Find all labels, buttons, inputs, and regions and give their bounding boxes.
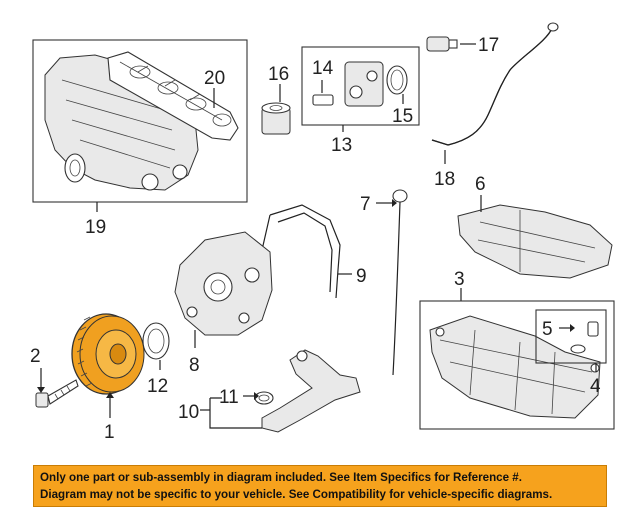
callout-8: 8 [189, 355, 200, 376]
callout-18: 18 [434, 169, 455, 190]
oil-pickup-group: 11 10 [178, 349, 361, 433]
disclaimer-line-1: Only one part or sub-assembly in diagram… [40, 471, 522, 484]
callout-4: 4 [590, 376, 601, 397]
callout-11: 11 [219, 387, 239, 408]
callout-19: 19 [85, 217, 106, 238]
callout-14: 14 [312, 58, 334, 79]
front-cover-gasket-group: 9 [261, 204, 367, 299]
callout-5: 5 [542, 319, 553, 340]
callout-20: 20 [204, 68, 225, 89]
callout-9: 9 [356, 266, 367, 287]
intake-manifold-group: 20 19 [32, 39, 248, 238]
callout-7: 7 [360, 194, 371, 215]
oil-pump-group: 8 [174, 231, 273, 376]
callout-12: 12 [147, 376, 168, 397]
callout-15: 15 [392, 106, 413, 127]
pulley-bolt-group: 2 [30, 346, 79, 408]
callout-1: 1 [104, 422, 115, 443]
callout-3: 3 [454, 269, 465, 290]
callout-16: 16 [268, 64, 289, 85]
callout-17: 17 [478, 35, 499, 56]
disclaimer-banner: Only one part or sub-assembly in diagram… [33, 465, 607, 507]
disclaimer-line-2: Diagram may not be specific to your vehi… [40, 488, 553, 501]
oil-baffle-group: 6 [457, 174, 613, 279]
dipstick-tube-upper-group: 18 [431, 22, 559, 190]
callout-2: 2 [30, 346, 41, 367]
oil-pan-group: 3 5 4 [419, 269, 615, 430]
dipstick-group: 7 [360, 189, 408, 376]
oil-filter-group: 16 [261, 64, 291, 135]
crankshaft-pulley-group: 1 [71, 313, 145, 443]
oil-cooler-group: 14 15 13 [301, 46, 420, 156]
callout-10: 10 [178, 402, 199, 423]
callout-6: 6 [475, 174, 486, 195]
callout-13: 13 [331, 135, 352, 156]
oil-pressure-sensor-group: 17 [426, 35, 499, 56]
crank-seal-group: 12 [142, 322, 170, 397]
